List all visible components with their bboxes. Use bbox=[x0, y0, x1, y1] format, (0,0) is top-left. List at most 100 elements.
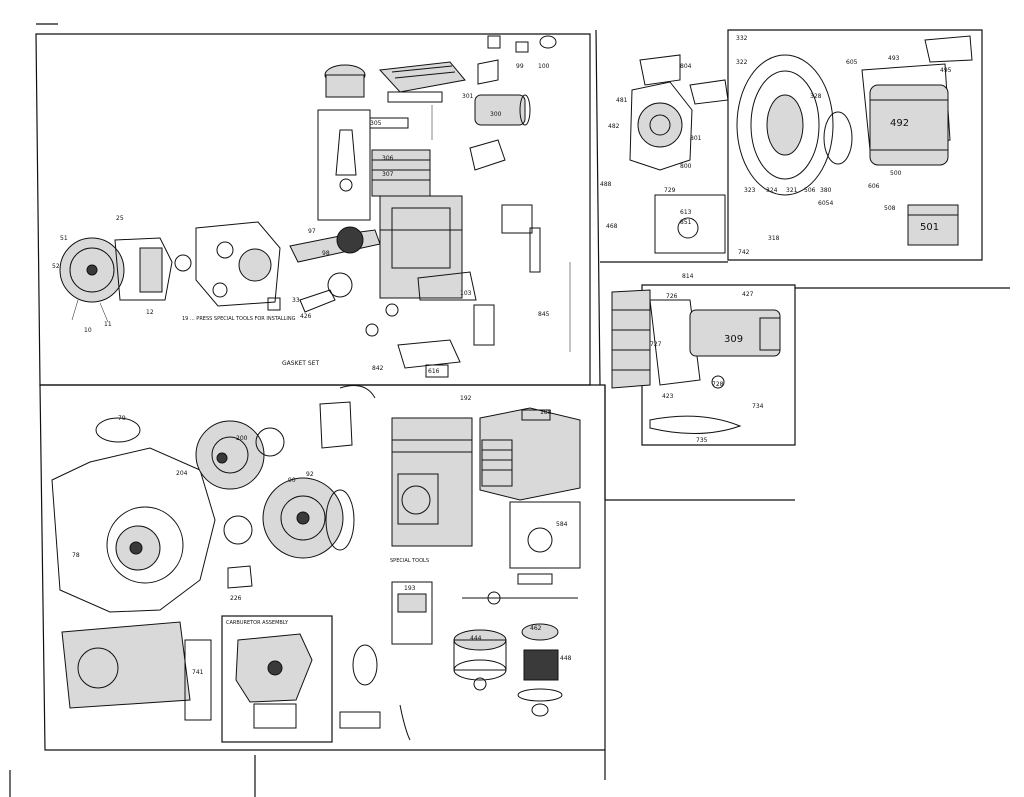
label-p306: 306 bbox=[382, 155, 394, 162]
label-p33: 33 bbox=[292, 297, 300, 304]
label-p380: 380 bbox=[820, 187, 832, 194]
label-p323: 323 bbox=[744, 187, 756, 194]
label-p204: 204 bbox=[176, 470, 188, 477]
label-p481: 481 bbox=[616, 97, 628, 104]
rotating-screen bbox=[195, 420, 285, 490]
label-p321: 321 bbox=[786, 187, 798, 194]
starter-pulley bbox=[736, 54, 853, 196]
label-p78: 78 bbox=[72, 552, 80, 559]
label-p605: 605 bbox=[846, 59, 858, 66]
label-p726: 726 bbox=[666, 293, 678, 300]
label-p192: 192 bbox=[460, 395, 472, 402]
flywheel-assembly bbox=[59, 237, 192, 323]
blower-housing bbox=[51, 417, 216, 613]
label-p188: 188 bbox=[540, 409, 552, 416]
callout-labels: 51 52 10 11 12 25 33 426 97 98 306 307 3… bbox=[52, 35, 952, 676]
label-p12: 12 bbox=[146, 309, 154, 316]
label-p814: 814 bbox=[682, 273, 694, 280]
label-p734: 734 bbox=[752, 403, 764, 410]
starter-motor bbox=[861, 35, 973, 246]
label-p328: 328 bbox=[810, 93, 822, 100]
label-p606: 606 bbox=[868, 183, 880, 190]
label-p322: 322 bbox=[736, 59, 748, 66]
label-p423: 423 bbox=[662, 393, 674, 400]
label-p495: 495 bbox=[940, 67, 952, 74]
label-p25: 25 bbox=[116, 215, 124, 222]
label-p741: 741 bbox=[192, 669, 204, 676]
label-p448: 448 bbox=[560, 655, 572, 662]
label-p426: 426 bbox=[300, 313, 312, 320]
electric-starter bbox=[611, 289, 781, 434]
carburetor-box bbox=[221, 615, 333, 743]
cylinder-block bbox=[371, 149, 477, 301]
label-p309: 309 bbox=[724, 334, 743, 345]
label-p508: 508 bbox=[884, 205, 896, 212]
cylinder-head bbox=[378, 59, 531, 171]
label-p92: 92 bbox=[306, 471, 314, 478]
label-p6054: 6054 bbox=[818, 200, 833, 207]
label-p613: 613 bbox=[680, 209, 692, 216]
label-p728: 728 bbox=[712, 381, 724, 388]
label-p100: 100 bbox=[538, 63, 550, 70]
label-gasket-set: GASKET SET bbox=[282, 360, 319, 367]
label-p332: 332 bbox=[736, 35, 748, 42]
label-p52: 52 bbox=[52, 263, 60, 270]
piston-rod bbox=[317, 64, 409, 221]
label-p800: 800 bbox=[680, 163, 692, 170]
label-p99: 99 bbox=[516, 63, 524, 70]
label-p193: 193 bbox=[404, 585, 416, 592]
label-p103: 103 bbox=[460, 290, 472, 297]
flywheel-fins bbox=[223, 477, 355, 589]
label-p307: 307 bbox=[382, 171, 394, 178]
label-p501: 501 bbox=[920, 222, 939, 233]
lower-right-stack bbox=[453, 623, 563, 717]
crankcase bbox=[319, 385, 473, 547]
label-p729: 729 bbox=[664, 187, 676, 194]
tool-note-2: SPECIAL TOOLS bbox=[390, 558, 429, 564]
label-p727: 727 bbox=[650, 341, 662, 348]
alternator-stator bbox=[629, 54, 729, 254]
label-p90: 90 bbox=[288, 477, 296, 484]
label-p492: 492 bbox=[890, 118, 909, 129]
label-p10: 10 bbox=[84, 327, 92, 334]
label-p300: 300 bbox=[490, 111, 502, 118]
air-cleaner bbox=[479, 407, 581, 501]
label-p301: 301 bbox=[462, 93, 474, 100]
gear-cover bbox=[195, 221, 281, 311]
label-p226: 226 bbox=[230, 595, 242, 602]
carburetor-right bbox=[462, 501, 581, 605]
label-p500: 500 bbox=[890, 170, 902, 177]
lower-center-parts bbox=[339, 581, 433, 741]
label-p804: 804 bbox=[680, 63, 692, 70]
label-p79: 79 bbox=[118, 415, 126, 422]
label-p742: 742 bbox=[738, 249, 750, 256]
label-p305: 305 bbox=[370, 120, 382, 127]
label-p506: 506 bbox=[804, 187, 816, 194]
label-p845: 845 bbox=[538, 311, 550, 318]
carb-note: CARBURETOR ASSEMBLY bbox=[226, 620, 289, 626]
label-p318: 318 bbox=[768, 235, 780, 242]
label-p488: 488 bbox=[600, 181, 612, 188]
small-parts-top bbox=[365, 35, 571, 378]
label-p462: 462 bbox=[530, 625, 542, 632]
label-p324: 324 bbox=[766, 187, 778, 194]
label-p735: 735 bbox=[696, 437, 708, 444]
label-p97: 97 bbox=[308, 228, 316, 235]
label-p468: 468 bbox=[606, 223, 618, 230]
label-p851: 851 bbox=[680, 219, 692, 226]
label-p801: 801 bbox=[690, 135, 702, 142]
label-p842: 842 bbox=[372, 365, 384, 372]
lower-shroud bbox=[61, 621, 212, 721]
label-p51: 51 bbox=[60, 235, 68, 242]
tool-note-1: 19 ... PRESS SPECIAL TOOLS FOR INSTALLIN… bbox=[182, 316, 296, 322]
panel-frames bbox=[9, 23, 1010, 797]
label-p482: 482 bbox=[608, 123, 620, 130]
label-p427: 427 bbox=[742, 291, 754, 298]
label-p493: 493 bbox=[888, 55, 900, 62]
label-p11: 11 bbox=[104, 321, 112, 328]
label-p98: 98 bbox=[322, 250, 330, 257]
label-p444: 444 bbox=[470, 635, 482, 642]
label-p584: 584 bbox=[556, 521, 568, 528]
label-p616: 616 bbox=[428, 368, 440, 375]
label-p200: 200 bbox=[236, 435, 248, 442]
